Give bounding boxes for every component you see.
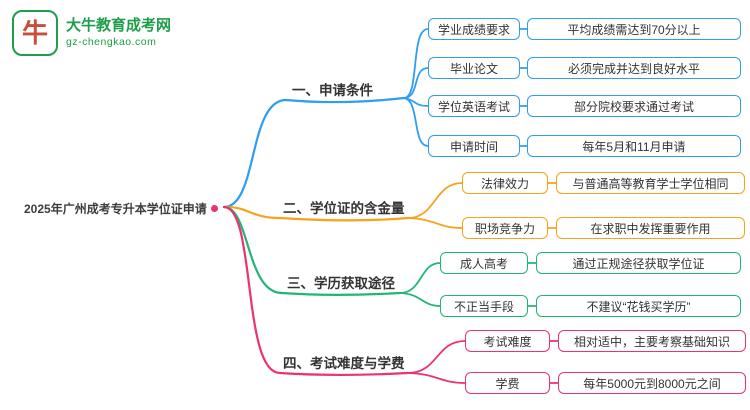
bull-glyph: 牛: [21, 18, 48, 48]
branch1-connectors: [222, 28, 528, 209]
root-dot: [210, 205, 218, 212]
root-node: 2025年广州成考专升本学位证申请: [24, 200, 218, 217]
site-name: 大牛教育成考网: [66, 16, 172, 34]
site-logo: 牛 大牛教育成考网 gz-chengkao.com: [12, 10, 171, 56]
branch-node-4: 四、考试难度与学费: [283, 356, 405, 371]
branch-node-2: 二、学位证的含金量: [283, 201, 405, 216]
item-label-box: 毕业论文: [428, 57, 520, 79]
item-label-box: 学位英语考试: [428, 95, 520, 117]
branch-node-3: 三、学历获取途径: [287, 276, 395, 291]
bull-logo-icon: 牛: [12, 10, 58, 56]
item-label-box: 法律效力: [462, 172, 548, 194]
item-value-box: 相对适中，主要考察基础知识: [558, 330, 746, 352]
item-value-box: 不建议“花钱买学历”: [536, 295, 741, 317]
item-value-box: 每年5月和11月申请: [527, 135, 741, 157]
item-label-box: 不正当手段: [440, 295, 528, 317]
branch-node-1: 一、申请条件: [292, 83, 373, 98]
branch4-connectors: [222, 205, 559, 384]
branch2-connectors: [222, 182, 557, 229]
logo-text: 大牛教育成考网 gz-chengkao.com: [66, 17, 171, 49]
item-value-box: 必须完成并达到良好水平: [527, 57, 741, 79]
root-title: 2025年广州成考专升本学位证申请: [24, 202, 207, 216]
item-value-box: 在求职中发挥重要作用: [556, 217, 745, 239]
item-label-box: 成人高考: [440, 252, 528, 274]
item-value-box: 部分院校要求通过考试: [527, 95, 741, 117]
item-label-box: 考试难度: [465, 330, 550, 352]
item-value-box: 与普通高等教育学士学位相同: [556, 172, 745, 194]
item-label-box: 职场竞争力: [462, 217, 548, 239]
item-value-box: 通过正规途径获取学位证: [536, 252, 741, 274]
site-url: gz-chengkao.com: [66, 35, 157, 48]
item-label-box: 学费: [465, 372, 550, 394]
item-value-box: 平均成绩需达到70分以上: [527, 18, 741, 40]
item-value-box: 每年5000元到8000元之间: [558, 372, 746, 394]
item-label-box: 学业成绩要求: [428, 18, 520, 40]
item-label-box: 申请时间: [428, 135, 520, 157]
